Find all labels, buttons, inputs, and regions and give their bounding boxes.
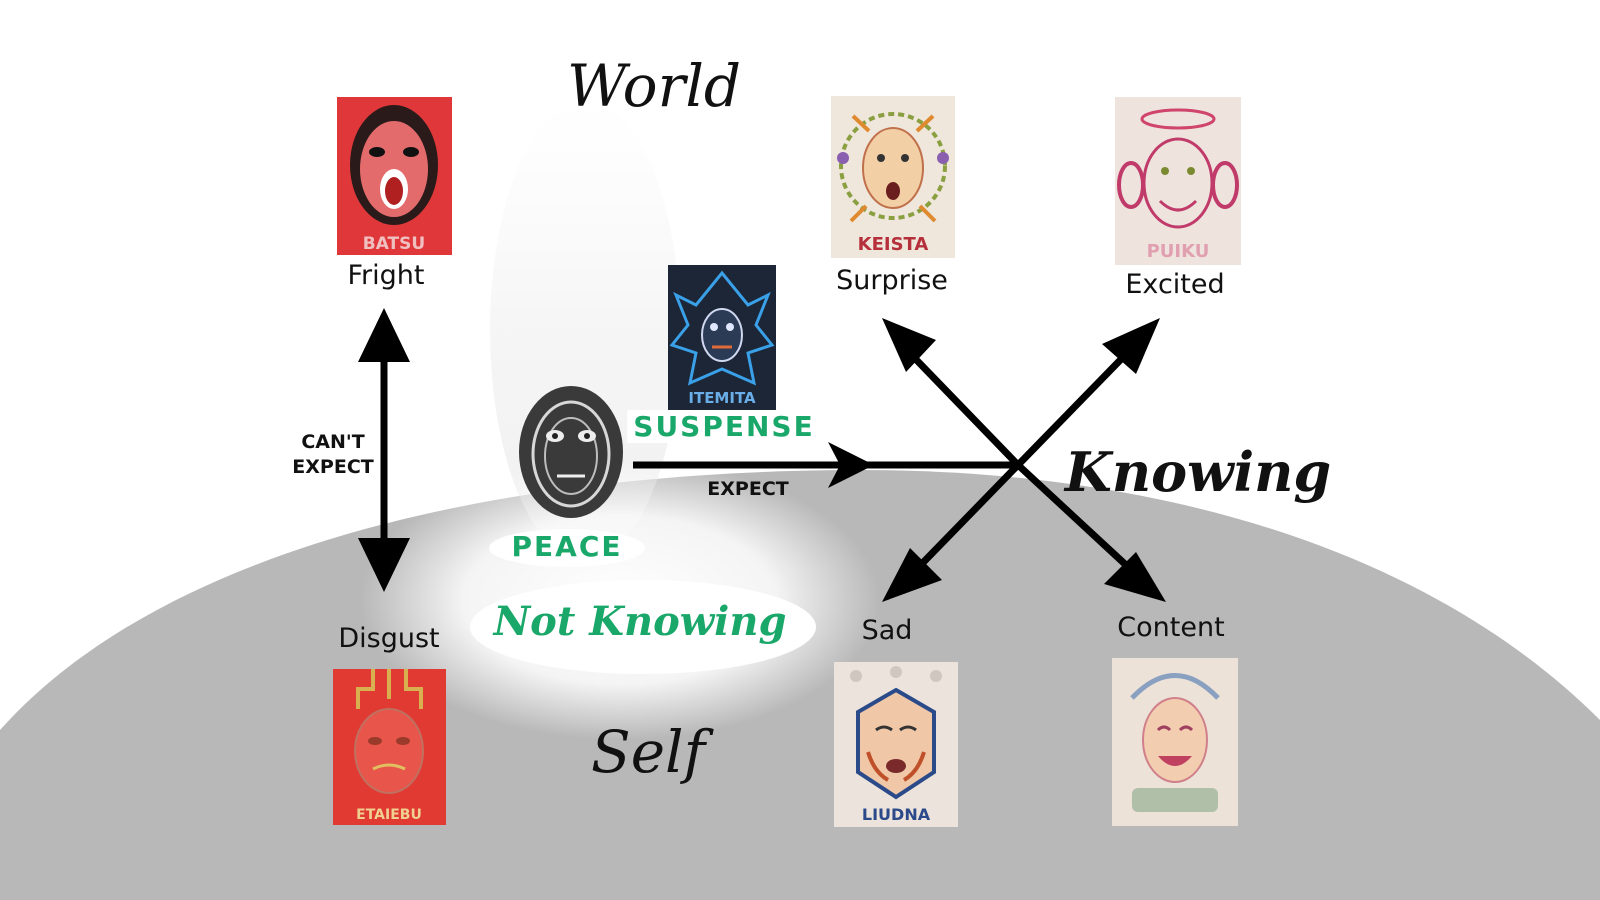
not-knowing-ellipse (470, 580, 816, 674)
content-painting (1112, 658, 1238, 826)
excited-label: Excited (1125, 269, 1225, 300)
suspense-mask-icon: ITEMITA (668, 265, 776, 410)
peace-ellipse (489, 529, 645, 567)
content-face-icon (1112, 658, 1238, 826)
svg-text:BATSU: BATSU (363, 234, 425, 254)
expect-arrow (633, 442, 1018, 488)
sad-face-icon: LIUDNA (834, 662, 958, 827)
fright-label: Fright (347, 260, 425, 291)
expect-label: EXPECT (707, 478, 789, 500)
sad-painting: LIUDNA (834, 662, 958, 827)
content-label: Content (1117, 612, 1225, 643)
disgusted-face-icon: ETAIEBU (333, 669, 446, 825)
excited-painting: PUIKU (1115, 97, 1241, 265)
knowing-label: Knowing (1064, 440, 1332, 504)
svg-text:KEISTA: KEISTA (858, 234, 929, 255)
not-knowing-label: Not Knowing (493, 598, 787, 645)
surprise-painting: KEISTA (831, 96, 955, 258)
svg-text:ITEMITA: ITEMITA (688, 389, 756, 407)
cant-expect-arrow (358, 308, 410, 592)
cant-expect-line2: EXPECT (292, 456, 374, 478)
surprised-face-icon: KEISTA (831, 96, 955, 258)
svg-text:ETAIEBU: ETAIEBU (356, 807, 422, 823)
peace-face-icon (519, 386, 623, 518)
cant-expect-line1: CAN'T (301, 431, 365, 453)
diagonal-arrows (882, 318, 1166, 602)
surprise-label: Surprise (836, 265, 948, 296)
suspense-label: SUSPENSE (627, 410, 821, 443)
sad-label: Sad (861, 615, 913, 646)
fright-painting: BATSU (337, 97, 452, 255)
peace-label: PEACE (511, 530, 623, 563)
svg-text:PUIKU: PUIKU (1147, 241, 1210, 262)
disgust-painting: ETAIEBU (333, 669, 446, 825)
excited-face-icon: PUIKU (1115, 97, 1241, 265)
disgust-label: Disgust (338, 623, 440, 654)
cant-expect-label: CAN'T EXPECT (292, 430, 373, 480)
world-label: World (567, 52, 741, 120)
peace-painting (517, 384, 625, 520)
suspense-painting: ITEMITA (668, 265, 776, 410)
svg-text:LIUDNA: LIUDNA (862, 805, 931, 824)
self-label: Self (590, 718, 706, 786)
screaming-face-icon: BATSU (337, 97, 452, 255)
